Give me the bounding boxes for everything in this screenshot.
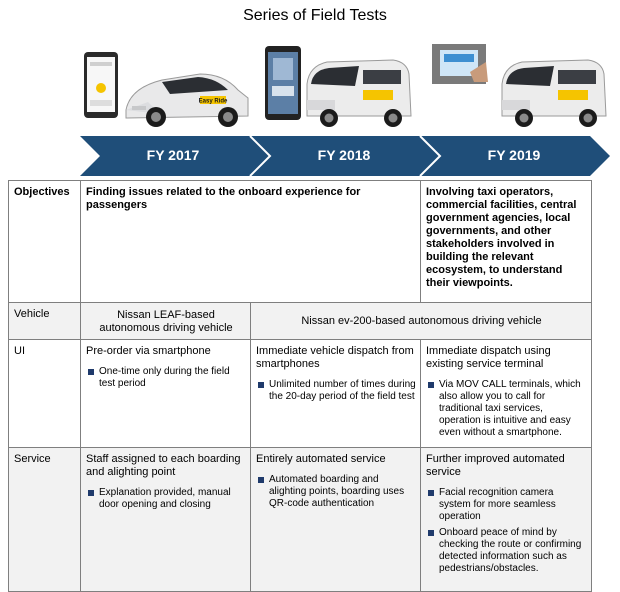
mov-call-terminal-and-nissan-ev200-van-image — [432, 44, 607, 127]
service-fy2019-bullet: Facial recognition camera system for mor… — [426, 487, 587, 523]
vehicle-fy2017: Nissan LEAF-based autonomous driving veh… — [80, 302, 251, 340]
objectives-fy2017-2018: Finding issues related to the onboard ex… — [80, 180, 421, 303]
row-label-objectives: Objectives — [8, 180, 81, 303]
service-fy2019-cell: Further improved automated service Facia… — [420, 447, 592, 592]
year-label-fy2017: FY 2017 — [146, 147, 200, 163]
ui-fy2017-text: Pre-order via smartphone — [86, 345, 211, 357]
ui-fy2018-cell: Immediate vehicle dispatch from smartpho… — [250, 339, 421, 448]
timeline-arrow — [80, 136, 610, 176]
row-label-service: Service — [8, 447, 81, 592]
ui-fy2019-bullet: Via MOV CALL terminals, which also allow… — [426, 379, 587, 439]
vehicle-row: Vehicle Nissan LEAF-based autonomous dri… — [8, 302, 592, 340]
ui-fy2019-cell: Immediate dispatch using existing servic… — [420, 339, 592, 448]
year-label-fy2019: FY 2019 — [487, 147, 541, 163]
objectives-fy2019: Involving taxi operators, commercial fac… — [420, 180, 592, 303]
service-fy2019-text: Further improved automated service — [426, 453, 565, 478]
service-fy2017-text: Staff assigned to each boarding and alig… — [86, 453, 241, 478]
service-fy2018-bullet: Automated boarding and alighting points,… — [256, 474, 416, 510]
page-title: Series of Field Tests — [243, 7, 387, 24]
ui-fy2017-cell: Pre-order via smartphone One-time only d… — [80, 339, 251, 448]
ui-fy2018-text: Immediate vehicle dispatch from smartpho… — [256, 345, 414, 370]
ui-fy2019-text: Immediate dispatch using existing servic… — [426, 345, 551, 370]
service-fy2017-bullet: Explanation provided, manual door openin… — [86, 487, 246, 511]
service-row: Service Staff assigned to each boarding … — [8, 447, 592, 592]
service-fy2018-cell: Entirely automated service Automated boa… — [250, 447, 421, 592]
service-fy2017-cell: Staff assigned to each boarding and alig… — [80, 447, 251, 592]
smartphone-app-and-nissan-leaf-car-image: Easy Ride — [84, 52, 249, 127]
ui-row: UI Pre-order via smartphone One-time onl… — [8, 339, 592, 448]
ui-fy2017-bullet: One-time only during the field test peri… — [86, 366, 246, 390]
row-label-vehicle: Vehicle — [8, 302, 81, 340]
service-fy2018-text: Entirely automated service — [256, 453, 386, 465]
smartphone-app-and-nissan-ev200-van-image — [265, 46, 412, 127]
vehicle-fy2018-2019: Nissan ev-200-based autonomous driving v… — [250, 302, 592, 340]
row-label-ui: UI — [8, 339, 81, 448]
objectives-row: Objectives Finding issues related to the… — [8, 180, 592, 303]
field-tests-table: Objectives Finding issues related to the… — [8, 180, 592, 592]
ui-fy2018-bullet: Unlimited number of times during the 20-… — [256, 379, 416, 403]
year-label-fy2018: FY 2018 — [317, 147, 371, 163]
car-logo-text: Easy Ride — [199, 99, 228, 105]
service-fy2019-bullet: Onboard peace of mind by checking the ro… — [426, 527, 587, 575]
